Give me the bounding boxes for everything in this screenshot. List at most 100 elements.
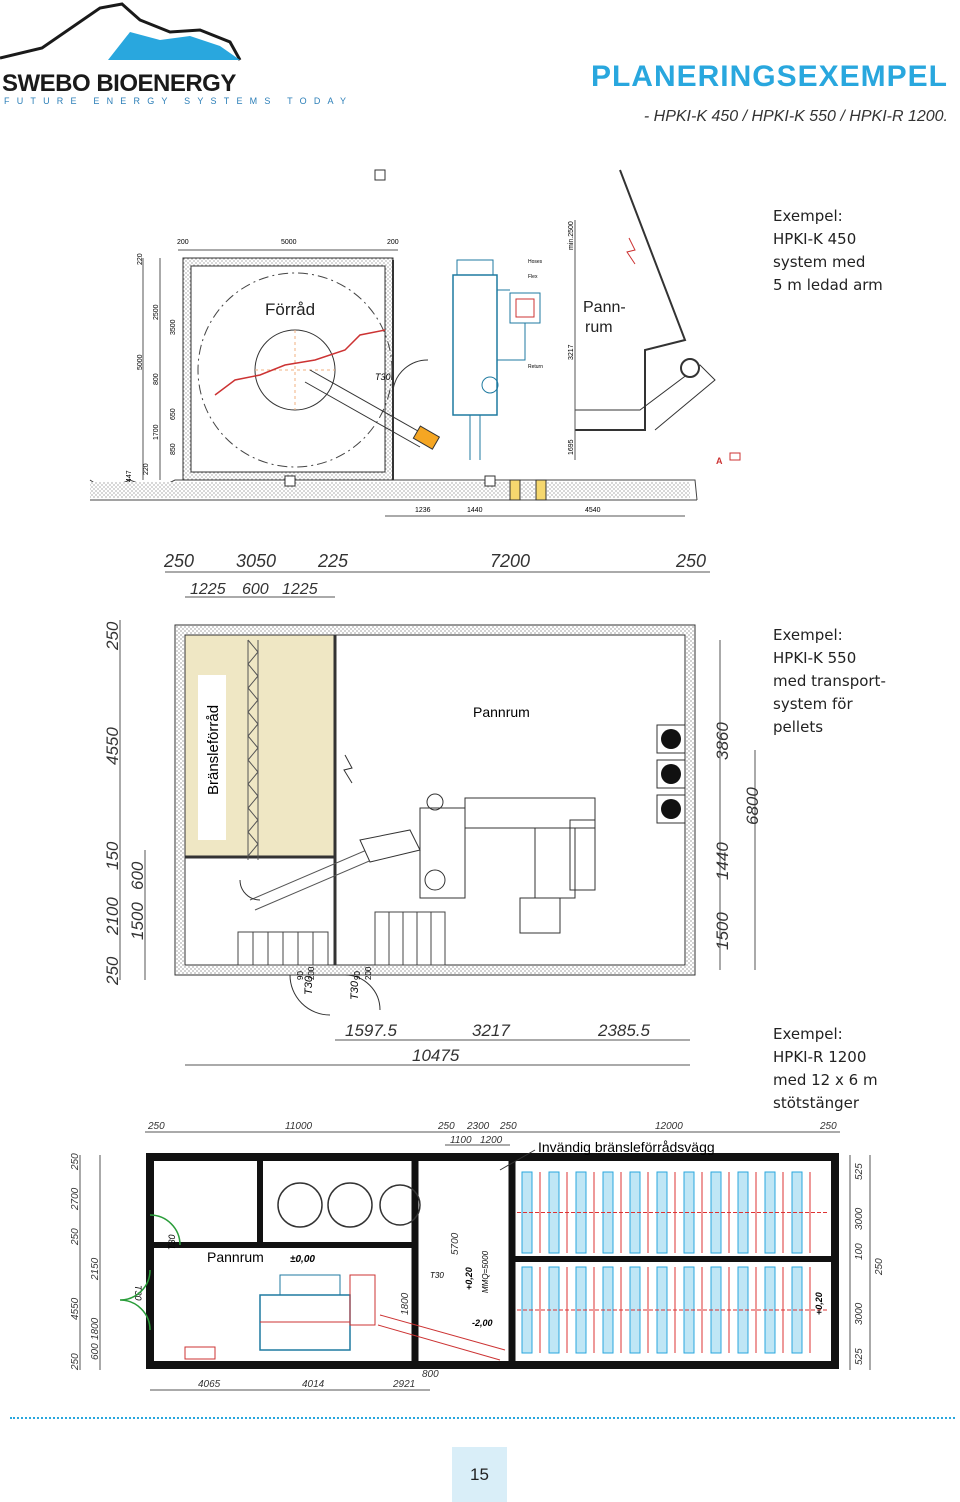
ground-hatch <box>90 482 690 498</box>
door-dim: 200 <box>364 966 373 980</box>
page-subtitle: - HPKI-K 450 / HPKI-K 550 / HPKI-R 1200. <box>643 108 948 125</box>
fire-label-2: T30 <box>133 1285 143 1301</box>
pipe-node <box>481 376 499 394</box>
svg-text:1700: 1700 <box>153 424 160 440</box>
dim-bottom: 1236 <box>415 507 431 514</box>
storage-inner <box>190 265 386 473</box>
door-swing-3 <box>239 879 261 901</box>
dims-left: 220 5000 2500 3500 800 650 1700 850 220 … <box>126 253 177 482</box>
svg-text:2150: 2150 <box>90 1257 101 1281</box>
svg-text:250: 250 <box>70 1353 81 1371</box>
caption-line: HPKI-K 550 <box>773 649 857 667</box>
svg-text:4014: 4014 <box>302 1379 325 1390</box>
push-bars <box>517 1171 827 1354</box>
svg-text:250: 250 <box>147 1121 165 1132</box>
svg-text:250: 250 <box>819 1121 837 1132</box>
dims-right: 3860 1440 1500 6800 <box>713 640 762 970</box>
svg-text:525: 525 <box>854 1163 865 1180</box>
logo-tagline: FUTURE ENERGY SYSTEMS TODAY <box>4 96 354 106</box>
dim-top: 200 <box>177 239 189 246</box>
svg-text:3500: 3500 <box>170 319 177 335</box>
page-number: 15 <box>452 1447 507 1502</box>
fire-label-1: T30 <box>167 1234 177 1250</box>
fire-label-1: T30 <box>303 975 315 995</box>
floor-plan-hpki-k-550: Bränsleförråd Pannrum T30 T30 90 200 90 … <box>103 551 762 1066</box>
svg-text:600: 600 <box>242 581 269 598</box>
dim-top: 5000 <box>281 239 297 246</box>
boiler-top <box>456 259 494 276</box>
svg-text:447: 447 <box>126 470 133 482</box>
svg-text:600: 600 <box>128 861 147 890</box>
svg-text:250: 250 <box>437 1121 455 1132</box>
svg-text:2300: 2300 <box>466 1121 490 1132</box>
svg-text:11000: 11000 <box>285 1121 313 1132</box>
arm-red <box>214 329 386 396</box>
svg-text:5000: 5000 <box>137 354 144 370</box>
caption-line: system för <box>773 695 853 713</box>
dim-bottom: 4540 <box>585 507 601 514</box>
svg-text:650: 650 <box>170 408 177 420</box>
floor-plan-hpki-r-1200: Pannrum ±0,00 Invändig bränsleförrådsväg… <box>70 1121 885 1391</box>
stairs-right <box>374 911 446 966</box>
svg-text:100: 100 <box>854 1243 865 1260</box>
dims-top: 250 3050 225 7200 250 1225 600 1225 <box>163 551 710 598</box>
footer-divider <box>10 1417 955 1419</box>
fire-label-2: T30 <box>349 980 361 1000</box>
svg-text:min.2500: min.2500 <box>568 221 575 250</box>
svg-text:1225: 1225 <box>282 581 318 598</box>
floor-plan-hpki-k-450: Förråd Pann- rum T30 Hoses Flex Return A… <box>89 169 741 517</box>
dims-left: 250 2700 250 2150 4550 1800 600 250 <box>70 1153 101 1371</box>
boiler-body <box>452 274 498 416</box>
door-swing-1 <box>392 359 429 391</box>
caption-line: med transport- <box>773 672 886 690</box>
caption-line: HPKI-R 1200 <box>773 1048 867 1066</box>
caption-line: 5 m ledad arm <box>773 276 883 294</box>
svg-text:1440: 1440 <box>713 842 732 880</box>
chimney-duct <box>575 364 716 431</box>
svg-text:1800: 1800 <box>90 1317 101 1340</box>
logo-mountain-fill <box>108 32 240 60</box>
svg-text:1200: 1200 <box>480 1135 503 1146</box>
svg-text:3217: 3217 <box>472 1021 510 1040</box>
door-dim: 200 <box>307 966 316 980</box>
dims-right: 525 3000 100 3000 525 250 <box>849 1155 885 1370</box>
push-floor-top <box>517 1170 827 1255</box>
svg-text:250: 250 <box>163 551 194 571</box>
svg-text:600: 600 <box>90 1343 101 1360</box>
level-2: -2,00 <box>472 1318 493 1328</box>
svg-text:3000: 3000 <box>854 1207 865 1230</box>
logo-text: SWEBO BIOENERGY <box>2 70 236 97</box>
door-swing-2 <box>119 1269 151 1331</box>
stairs-left <box>237 931 329 966</box>
window-3 <box>484 475 496 487</box>
room-boiler-label-2: rum <box>585 319 613 336</box>
dims-bottom: 1597.5 3217 2385.5 10475 <box>185 1021 690 1066</box>
svg-text:1225: 1225 <box>190 581 226 598</box>
tanks <box>277 1182 421 1228</box>
caption-line: Exempel: <box>773 207 843 225</box>
feed-auger <box>377 1314 506 1361</box>
svg-text:250: 250 <box>70 1153 81 1171</box>
room-boiler-label: Pannrum <box>207 1249 264 1265</box>
svg-text:250: 250 <box>499 1121 517 1132</box>
pump-box <box>509 292 541 324</box>
electrical-icon <box>343 754 353 784</box>
room-boiler-label-1: Pann- <box>583 299 626 316</box>
room-storage-label: Förråd <box>265 300 315 319</box>
flue-yellow-2 <box>535 479 547 501</box>
svg-text:250: 250 <box>70 1228 81 1246</box>
chimney-group <box>656 724 686 824</box>
label-return: Return <box>528 364 543 370</box>
svg-text:5700: 5700 <box>450 1232 461 1255</box>
svg-text:1500: 1500 <box>713 912 732 950</box>
room-fuel-label: Bränsleförråd <box>205 705 222 795</box>
section-marker <box>729 452 741 461</box>
label-hoses: Hoses <box>528 259 543 265</box>
burner-box <box>349 1274 376 1326</box>
caption-line: system med <box>773 253 866 271</box>
chimney-icon <box>680 358 700 378</box>
label-flex: Flex <box>528 274 538 280</box>
svg-text:6800: 6800 <box>743 787 762 825</box>
svg-text:225: 225 <box>317 551 349 571</box>
caption-line: med 12 x 6 m <box>773 1071 878 1089</box>
